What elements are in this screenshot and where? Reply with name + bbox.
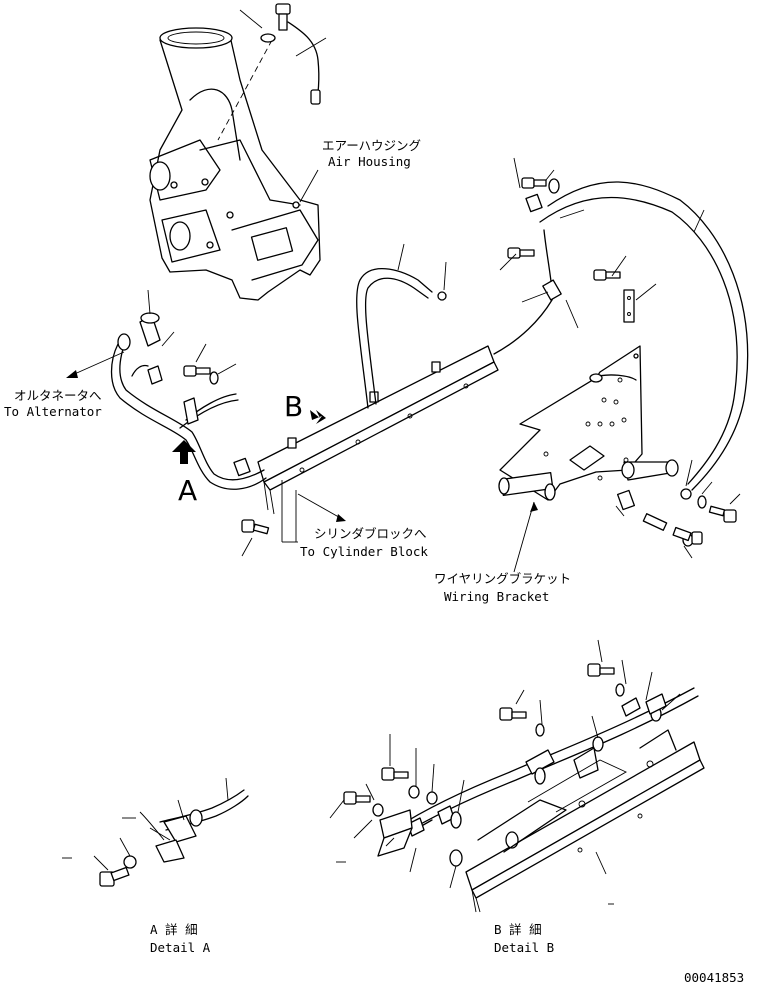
detail-b-illustration: [377, 687, 705, 913]
wiring-bracket-label-en: Wiring Bracket: [444, 589, 549, 604]
alternator-label-en: To Alternator: [4, 404, 102, 419]
wiring-bracket-label-jp: ワイヤリングブラケット: [434, 571, 571, 586]
drawing-number: 00041853: [684, 970, 744, 983]
harness-bar: [257, 345, 499, 515]
detail-a-illustration: [99, 789, 249, 887]
view-a-letter: A: [178, 474, 197, 507]
view-b-letter: B: [284, 390, 303, 423]
detail-a-title-jp: A 詳 細: [150, 922, 198, 937]
detail-a-title-en: Detail A: [150, 940, 211, 955]
cylinder-label-jp: シリンダブロックへ: [314, 526, 427, 541]
detail-b-title-jp: B 詳 細: [494, 922, 542, 937]
wiring-bracket: [498, 345, 679, 501]
alternator-label-jp: オルタネータへ: [14, 388, 102, 403]
view-a-arrow: [172, 440, 196, 464]
air-housing-label-jp: エアーハウジング: [322, 138, 421, 153]
cylinder-label-en: To Cylinder Block: [300, 544, 428, 559]
sensor-bolt: [239, 3, 327, 105]
air-housing-label-en: Air Housing: [328, 154, 411, 169]
detail-b-title-en: Detail B: [494, 940, 554, 955]
alternator-lead: [110, 312, 267, 490]
air-housing: [149, 27, 321, 301]
view-b-arrow: [310, 410, 326, 424]
